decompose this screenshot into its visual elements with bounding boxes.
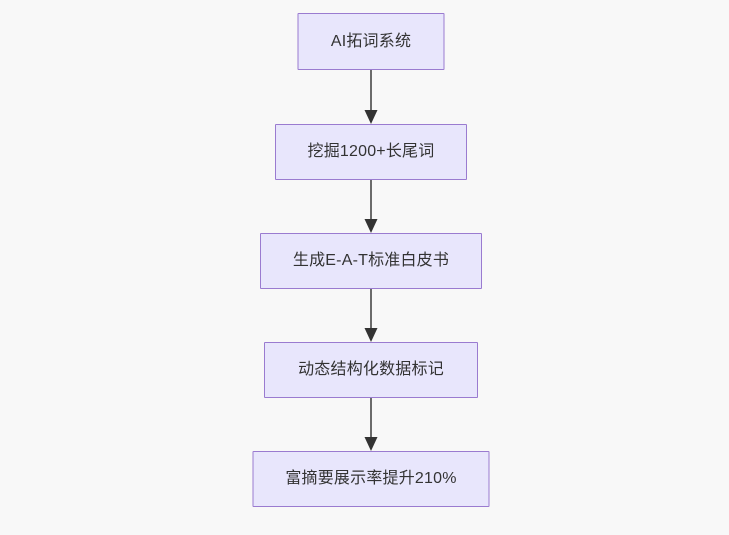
edge-dynamic-structured-data-to-rich-snippet-uplift — [364, 397, 378, 451]
flow-node-label: 富摘要展示率提升210% — [285, 470, 457, 488]
edge-ai-keyword-system-to-mine-longtail-keywords — [364, 70, 378, 124]
flow-node-generate-eat-whitepaper[interactable]: 生成E-A-T标准白皮书 — [260, 233, 482, 289]
edge-generate-eat-whitepaper-to-dynamic-structured-data — [364, 289, 378, 342]
arrowhead-icon — [364, 328, 378, 342]
flow-node-label: 挖掘1200+长尾词 — [307, 143, 435, 161]
flow-node-mine-longtail-keywords[interactable]: 挖掘1200+长尾词 — [275, 124, 467, 180]
arrowhead-icon — [364, 219, 378, 233]
edge-mine-longtail-keywords-to-generate-eat-whitepaper — [364, 180, 378, 233]
arrowhead-icon — [364, 437, 378, 451]
flow-node-label: 生成E-A-T标准白皮书 — [292, 252, 450, 270]
flow-node-ai-keyword-system[interactable]: AI拓词系统 — [297, 13, 445, 70]
flow-node-label: 动态结构化数据标记 — [298, 361, 444, 379]
arrowhead-icon — [364, 110, 378, 124]
flow-node-label: AI拓词系统 — [330, 32, 412, 50]
flow-node-dynamic-structured-data[interactable]: 动态结构化数据标记 — [264, 342, 478, 398]
flow-node-rich-snippet-uplift[interactable]: 富摘要展示率提升210% — [252, 451, 490, 507]
